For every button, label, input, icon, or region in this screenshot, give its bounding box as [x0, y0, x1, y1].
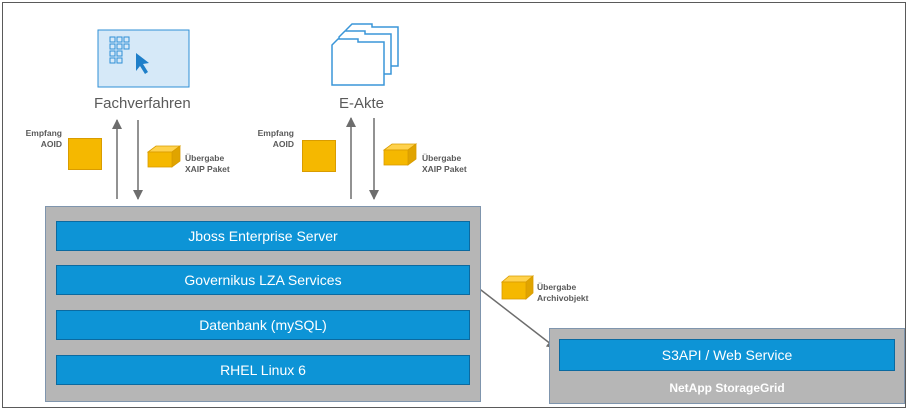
- empfang-line1: Empfang: [257, 128, 294, 138]
- empfang-aoid-label: Empfang AOID: [254, 128, 294, 150]
- uebergabe-archivobjekt-label: Übergabe Archivobjekt: [537, 282, 589, 304]
- uebergabe-xaip-label: Übergabe XAIP Paket: [422, 153, 467, 175]
- storage-title: NetApp StorageGrid: [669, 381, 785, 395]
- empfang-line2: AOID: [40, 139, 62, 149]
- diagram-frame: [2, 2, 906, 408]
- uebergabe-line1: Übergabe: [185, 153, 225, 163]
- layer-governikus: Governikus LZA Services: [56, 265, 470, 295]
- fachverfahren-title: Fachverfahren: [94, 95, 191, 112]
- uebergabe-xaip-label: Übergabe XAIP Paket: [185, 153, 230, 175]
- empfang-aoid-label: Empfang AOID: [22, 128, 62, 150]
- layer-s3api: S3API / Web Service: [559, 339, 895, 371]
- uebergabe-line2: XAIP Paket: [185, 164, 230, 174]
- uebergabe-line2: XAIP Paket: [422, 164, 467, 174]
- storage-grid: S3API / Web Service NetApp StorageGrid: [549, 328, 905, 404]
- empfang-line1: Empfang: [25, 128, 62, 138]
- uebergabe-line1: Übergabe: [422, 153, 462, 163]
- layer-database: Datenbank (mySQL): [56, 310, 470, 340]
- package-cube-icon: [146, 145, 182, 168]
- empfang-line2: AOID: [272, 139, 294, 149]
- layer-jboss: Jboss Enterprise Server: [56, 221, 470, 251]
- aoid-square-icon: [302, 140, 336, 172]
- archive-line2: Archivobjekt: [537, 293, 589, 303]
- server-stack: Jboss Enterprise Server Governikus LZA S…: [45, 206, 481, 402]
- archive-line1: Übergabe: [537, 282, 577, 292]
- folders-icon: [331, 23, 399, 86]
- arrow-to-storage: [467, 279, 557, 349]
- application-window-icon: [97, 29, 190, 88]
- layer-rhel: RHEL Linux 6: [56, 355, 470, 385]
- aoid-square-icon: [68, 138, 102, 170]
- eakte-title: E-Akte: [339, 95, 385, 112]
- package-cube-icon: [500, 275, 535, 300]
- package-cube-icon: [382, 143, 418, 166]
